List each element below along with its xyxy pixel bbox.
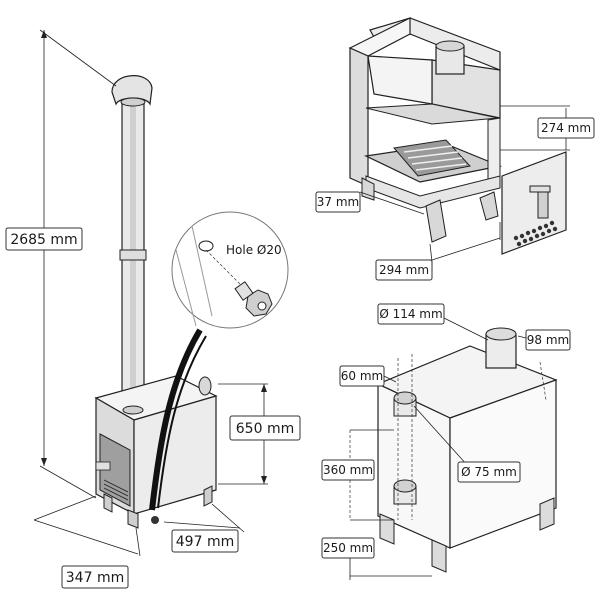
svg-text:360 mm: 360 mm xyxy=(323,463,373,477)
label-inlet-spacing: 360 mm xyxy=(321,459,375,481)
svg-text:Ø 114 mm: Ø 114 mm xyxy=(379,307,442,321)
svg-text:497 mm: 497 mm xyxy=(176,534,234,550)
svg-text:2685 mm: 2685 mm xyxy=(10,232,77,248)
svg-text:Hole Ø20: Hole Ø20 xyxy=(226,243,282,257)
full-stove-view xyxy=(33,29,268,557)
label-flue-height: 2685 mm xyxy=(5,227,83,251)
label-hole: Hole Ø20 xyxy=(226,243,282,257)
label-inlet-diameter: Ø 75 mm xyxy=(457,461,521,483)
label-firebox-depth: 37 mm xyxy=(315,191,361,213)
svg-text:37 mm: 37 mm xyxy=(317,195,359,209)
label-width: 347 mm xyxy=(61,565,129,589)
label-flue-offset: 98 mm xyxy=(525,329,571,351)
label-stove-height: 650 mm xyxy=(229,415,301,441)
label-depth: 497 mm xyxy=(171,529,239,553)
label-inlet-top: 60 mm xyxy=(339,365,385,387)
label-shelf-height: 274 mm xyxy=(537,117,595,139)
flue-cap xyxy=(111,75,153,107)
svg-text:60 mm: 60 mm xyxy=(341,369,383,383)
svg-text:274 mm: 274 mm xyxy=(541,121,591,135)
label-inlet-bottom: 250 mm xyxy=(321,537,375,559)
svg-text:347 mm: 347 mm xyxy=(66,570,124,586)
door-panel xyxy=(501,151,567,255)
svg-text:294 mm: 294 mm xyxy=(379,263,429,277)
hole-detail-view xyxy=(171,211,289,329)
label-firebox-width: 294 mm xyxy=(375,259,433,281)
cutaway-view xyxy=(348,17,570,263)
label-flue-diameter: Ø 114 mm xyxy=(377,303,445,325)
svg-text:650 mm: 650 mm xyxy=(236,421,294,437)
svg-text:Ø 75 mm: Ø 75 mm xyxy=(461,465,517,479)
svg-text:250 mm: 250 mm xyxy=(323,541,373,555)
svg-text:98 mm: 98 mm xyxy=(527,333,569,347)
closed-body-view xyxy=(349,315,558,580)
